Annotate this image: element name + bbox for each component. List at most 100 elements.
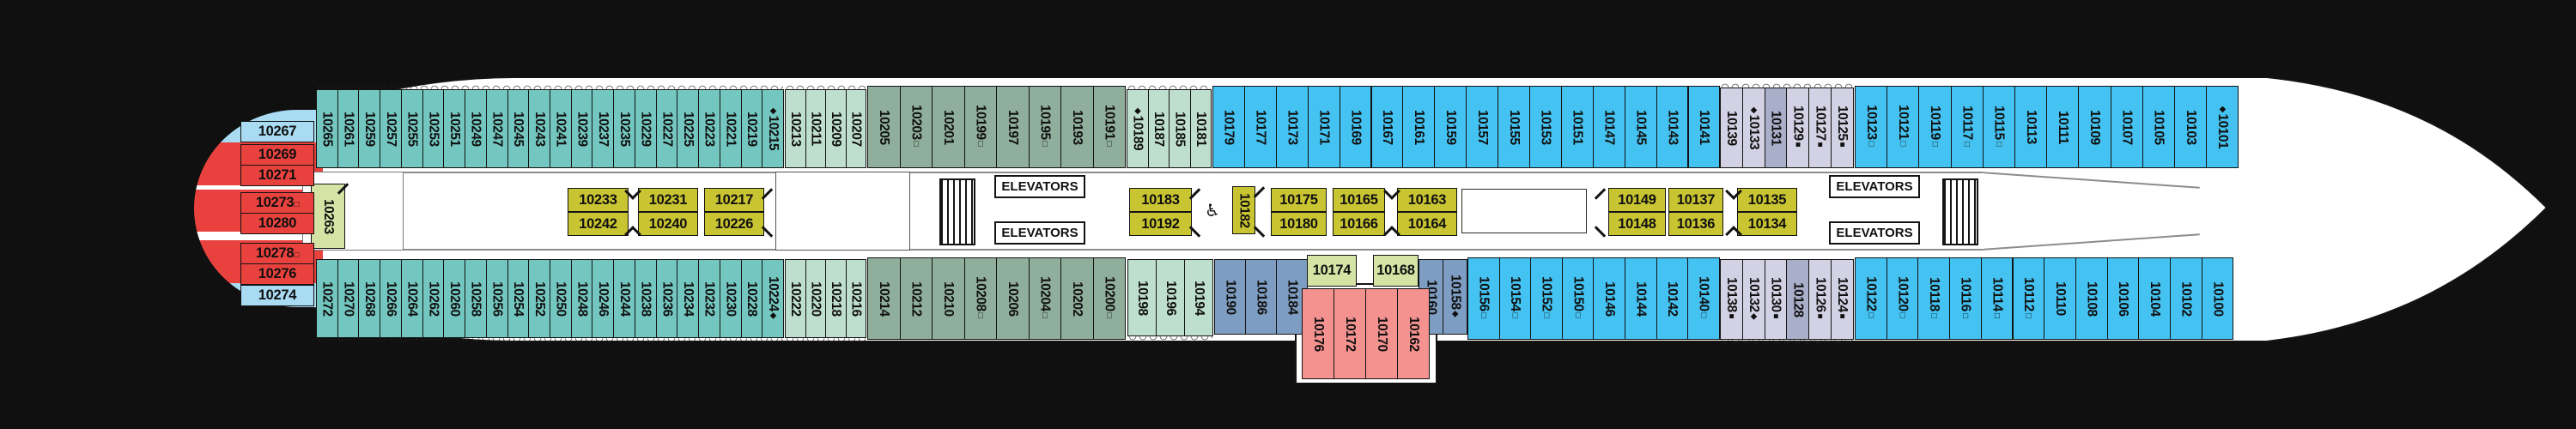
cabin-10218: 10218 [825, 259, 847, 338]
cabin-number: 10126 [1813, 277, 1828, 313]
cabin-10123: 10123□ [1855, 86, 1888, 168]
cabin-10102: 10102 [2170, 257, 2202, 340]
cabin-10140: 10140□ [1687, 257, 1720, 340]
cabin-10175: 10175 [1271, 188, 1327, 212]
stern-gap [194, 232, 323, 240]
cabin-number: 10175 [1279, 191, 1318, 208]
cabin-number: 10242 [579, 215, 617, 232]
stairs-icon [1942, 178, 1978, 245]
cabin-10206: 10206 [996, 257, 1030, 340]
cabin-number: 10139 [1724, 110, 1740, 146]
cabin-10252: 10252 [528, 259, 551, 338]
cabin-10235: 10235 [613, 89, 635, 168]
cabin-10229: 10229 [634, 89, 657, 168]
cabin-number: 10220 [808, 281, 823, 317]
filled-square-mark: ■ [1838, 141, 1848, 150]
cabin-number: 10106 [2116, 281, 2131, 317]
elevators-label: ELEVATORS [1829, 221, 1920, 245]
cabin-number: 10112 [2021, 276, 2037, 311]
cabin-number: 10115 [1991, 105, 2007, 140]
elevators-label: ELEVATORS [994, 175, 1085, 198]
cabin-10106: 10106 [2106, 257, 2140, 340]
cabin-number: 10186 [1254, 279, 1269, 315]
cabin-number: 10125 [1835, 106, 1850, 142]
cabin-number: 10132 [1746, 277, 1761, 313]
cabin-10243: 10243 [528, 89, 551, 168]
cabin-number: 10137 [1676, 191, 1716, 208]
cabin-10265: 10265 [316, 89, 338, 168]
cabin-number: 10108 [2084, 281, 2099, 317]
cabin-number: 10261 [341, 111, 356, 147]
cabin-number: 10124 [1835, 277, 1850, 313]
cabin-number: 10236 [659, 281, 675, 317]
cabin-number: 10228 [744, 281, 760, 317]
cabin-10174: 10174 [1307, 255, 1357, 287]
cabin-10216: 10216 [845, 259, 866, 338]
cabin-number: 10221 [723, 111, 738, 147]
cabin-10100: 10100 [2201, 257, 2234, 340]
cabin-10250: 10250 [550, 259, 572, 338]
diamond-mark: ◆ [1748, 312, 1759, 322]
cabin-number: 10273 [255, 195, 295, 210]
cabin-10196: 10196 [1156, 259, 1185, 336]
cabin-10141: 10141 [1687, 86, 1721, 168]
cabin-number: 10121 [1896, 105, 1911, 141]
cabin-number: 10265 [319, 111, 335, 147]
cabin-number: 10233 [579, 191, 617, 208]
cabin-number: 10130 [1768, 277, 1783, 313]
cabin-10113: 10113 [2014, 86, 2048, 168]
balcony-scallops [316, 83, 784, 89]
cabin-10231: 10231 [638, 188, 698, 212]
open-square-mark: □ [1929, 311, 1939, 321]
cabin-number: 10234 [681, 281, 696, 317]
open-square-mark: □ [1930, 139, 1941, 149]
cabin-10145: 10145 [1624, 86, 1657, 168]
cabin-10271: 10271 [240, 165, 314, 186]
cabin-10147: 10147 [1592, 86, 1625, 168]
cabin-10262: 10262 [422, 259, 445, 338]
cabin-10122: 10122□ [1855, 257, 1887, 340]
cabin-10241: 10241 [550, 89, 572, 168]
cabin-number: 10241 [553, 111, 568, 147]
open-square-mark: □ [1898, 311, 1908, 321]
cabin-number: 10107 [2119, 109, 2135, 145]
cabin-10112: 10112□ [2012, 257, 2045, 340]
cabin-10143: 10143 [1656, 86, 1689, 168]
open-square-mark: □ [1510, 311, 1521, 321]
cabin-10128: 10128 [1786, 259, 1810, 340]
cabin-number: 10237 [596, 111, 611, 147]
cabin-number: 10191 [1102, 105, 1117, 141]
balcony-scallops [1127, 83, 1211, 89]
cabin-10134: 10134 [1737, 212, 1797, 236]
cabin-10266: 10266 [380, 259, 402, 338]
cabin-10215: ◆10215 [762, 89, 785, 168]
balcony-scallops [1720, 82, 1853, 88]
cabin-number: 10215 [765, 115, 781, 151]
cabin-10149: 10149 [1608, 188, 1666, 212]
cabin-10198: 10198 [1127, 259, 1157, 336]
cabin-number: 10252 [532, 281, 547, 317]
cabin-10213: 10213 [785, 89, 806, 168]
cabin-number: 10255 [404, 111, 420, 147]
cabin-10104: 10104 [2138, 257, 2171, 340]
cabin-number: 10270 [341, 281, 356, 317]
cabin-number: 10123 [1863, 105, 1879, 141]
balcony-scallops [785, 83, 866, 89]
cabin-10257: 10257 [380, 89, 402, 168]
cabin-10146: 10146 [1593, 257, 1625, 340]
cabin-10234: 10234 [677, 259, 700, 338]
cabin-number: 10184 [1285, 279, 1300, 315]
cabin-number: 10181 [1194, 111, 1208, 147]
cabin-number: 10208 [973, 276, 988, 312]
cabin-10230: 10230 [719, 259, 742, 338]
cabin-number: 10140 [1696, 276, 1711, 312]
cabin-number: 10104 [2147, 281, 2162, 317]
cabin-number: 10120 [1895, 276, 1911, 312]
cabin-number: 10179 [1221, 109, 1236, 145]
open-square-mark: □ [1573, 311, 1583, 321]
mid-lobby [775, 172, 910, 251]
filled-square-mark: ■ [1838, 312, 1848, 322]
cabin-number: 10129 [1790, 106, 1806, 142]
cabin-number: 10161 [1412, 109, 1427, 145]
elevators-label: ELEVATORS [1829, 175, 1920, 198]
